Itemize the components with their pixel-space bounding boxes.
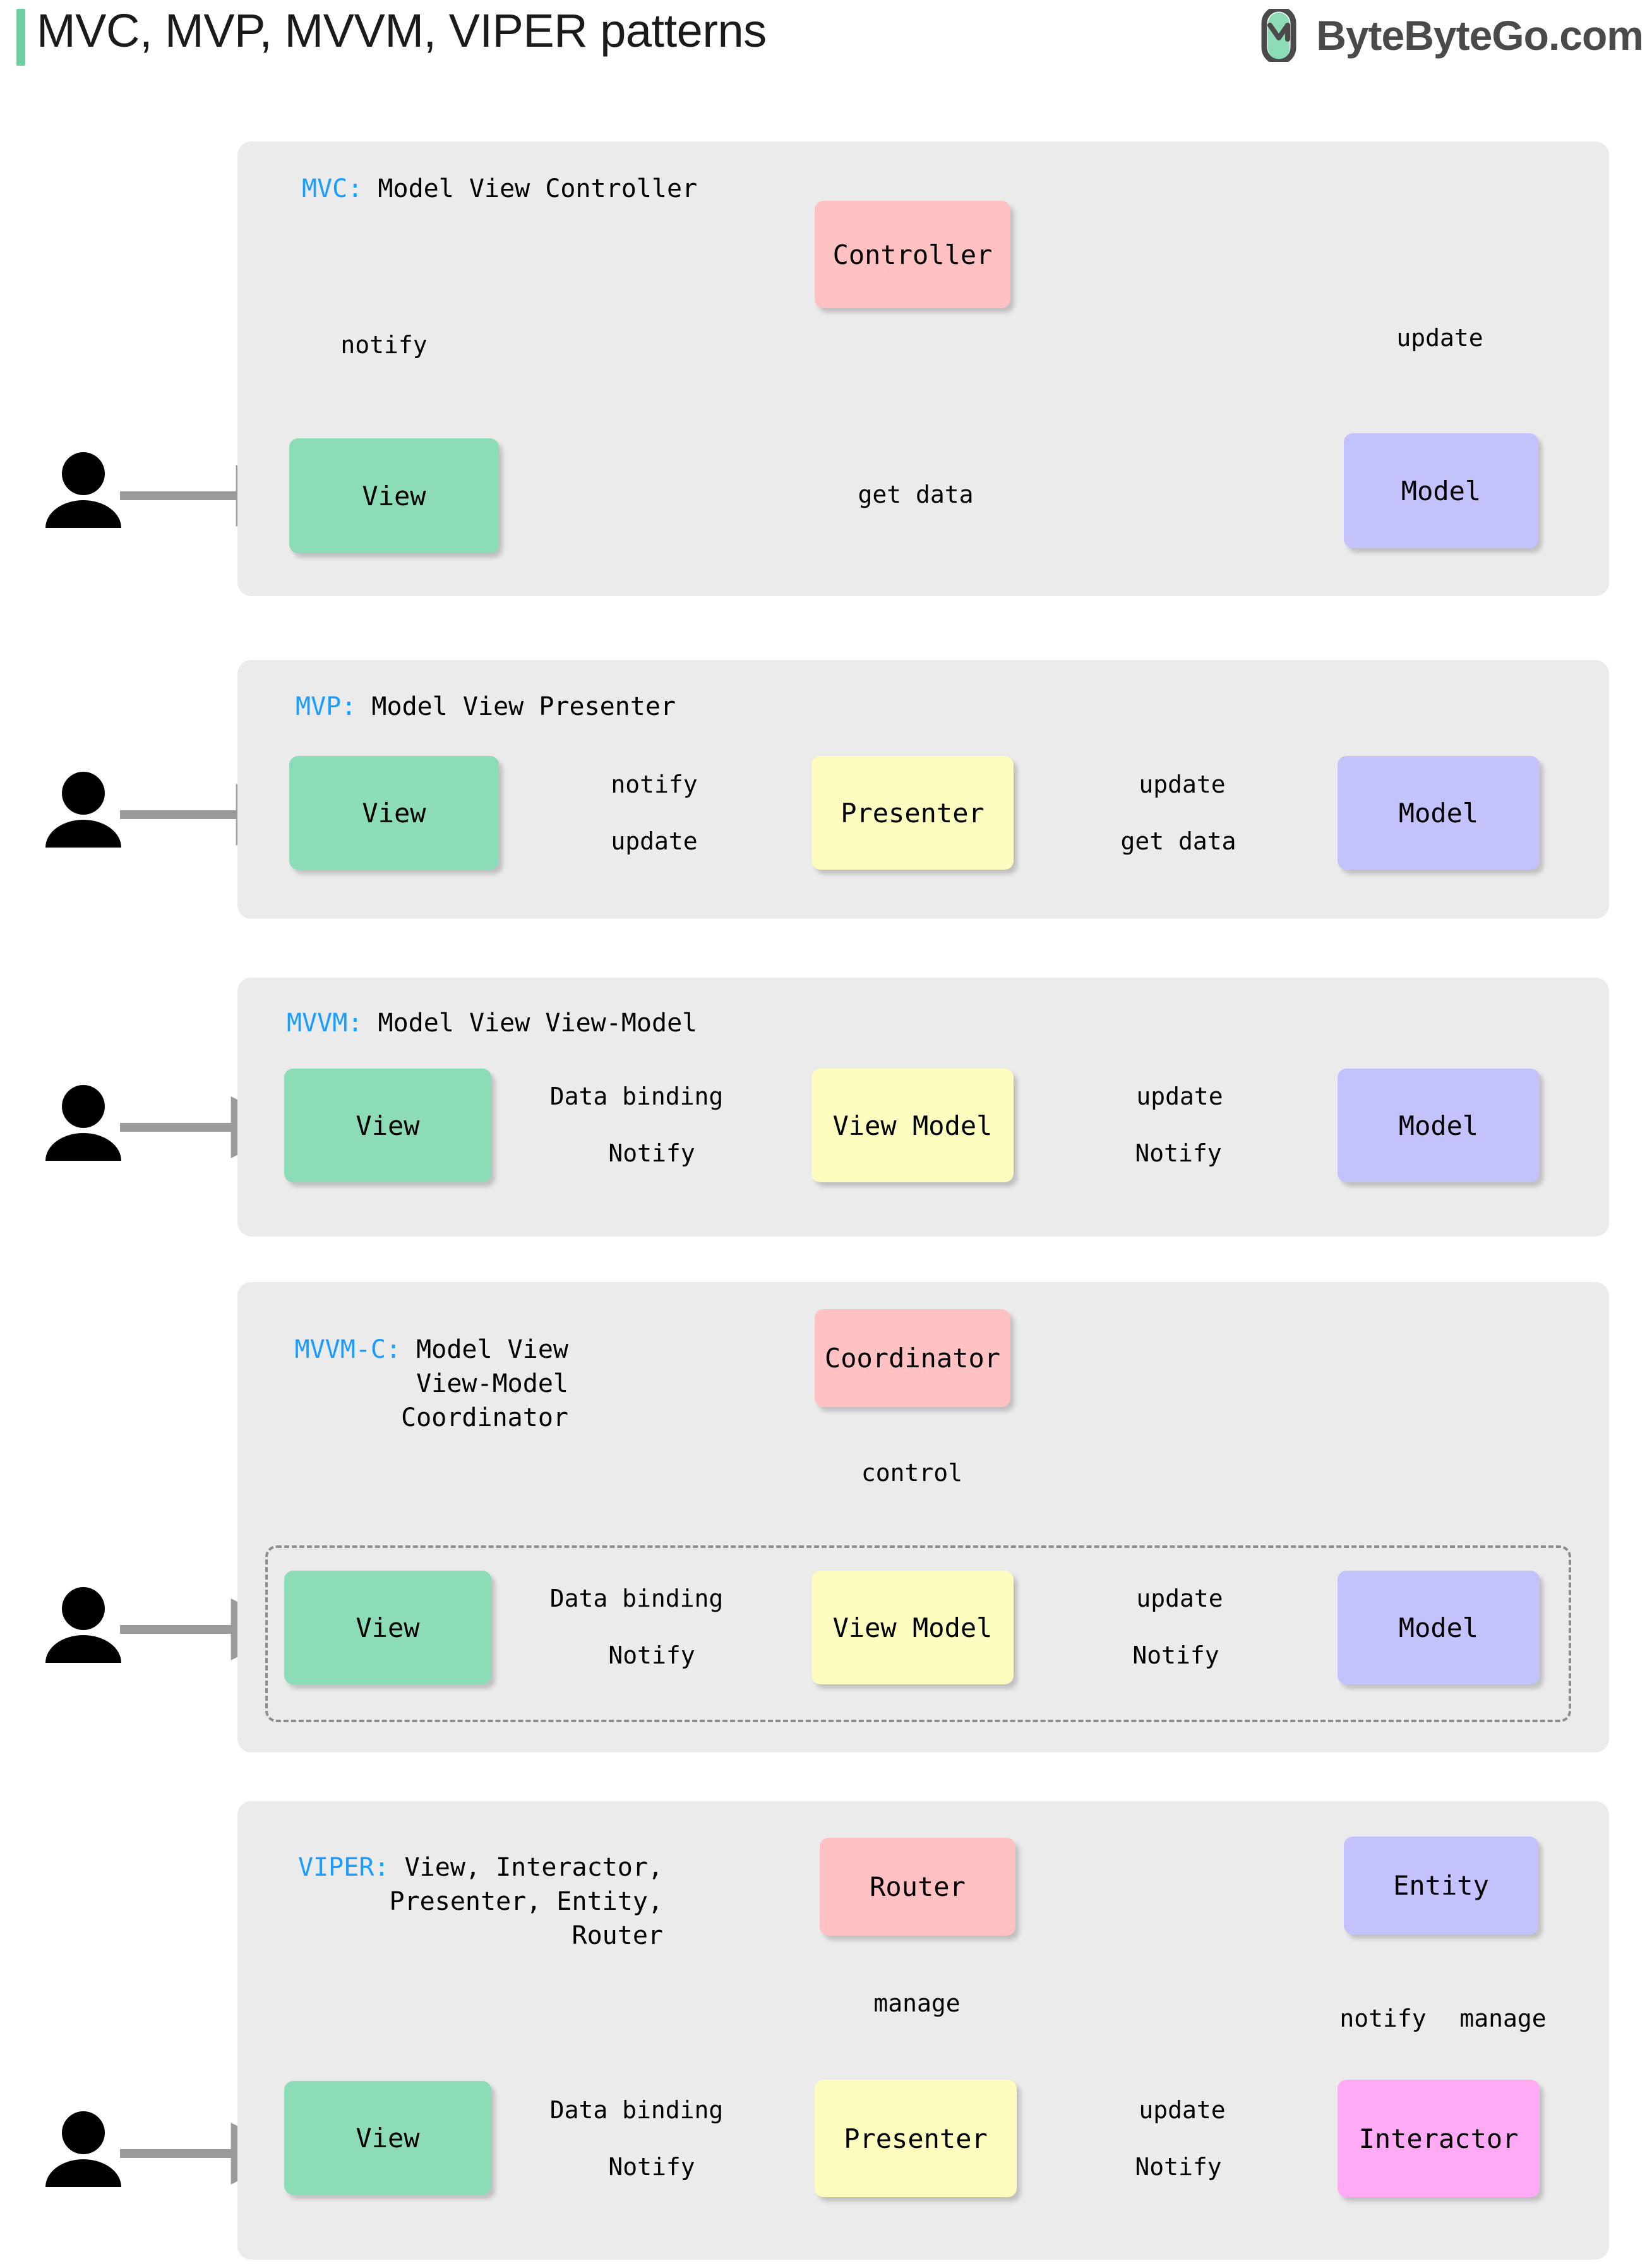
caption-key-mvvmc: MVVM-C:	[294, 1335, 402, 1364]
node-presenter-viper[interactable]: Presenter	[815, 2080, 1017, 2197]
node-presenter-mvp[interactable]: Presenter	[811, 756, 1014, 870]
node-model-mvc[interactable]: Model	[1344, 433, 1538, 548]
caption-key-mvc: MVC:	[302, 174, 363, 203]
node-model-mvvmc[interactable]: Model	[1338, 1571, 1540, 1684]
caption-text-mvvm: Model View View-Model	[378, 1009, 698, 1038]
node-view-mvvmc[interactable]: View	[284, 1571, 491, 1684]
edge-label-mvvmc-databinding: Data binding	[549, 1585, 724, 1612]
node-router-viper[interactable]: Router	[820, 1838, 1015, 1936]
caption-text-mvvmc-l2: View-Model	[416, 1369, 568, 1398]
edge-label-mvvmc-notify-right: Notify	[1132, 1641, 1219, 1669]
edge-label-mvp-getdata: get data	[1120, 827, 1236, 855]
caption-text-viper-l3: Router	[572, 1921, 664, 1950]
edge-label-viper-update: update	[1139, 2096, 1226, 2124]
node-model-mvp[interactable]: Model	[1338, 756, 1540, 870]
mvvm-group-boundary	[265, 1545, 1571, 1722]
caption-mvvm: MVVM: Model View View-Model	[287, 1006, 697, 1040]
caption-key-viper: VIPER:	[298, 1853, 390, 1882]
edge-label-mvvm-notify-right: Notify	[1135, 1139, 1222, 1167]
user-head	[62, 2111, 105, 2154]
edge-label-viper-notify-left: Notify	[608, 2153, 695, 2181]
caption-text-mvp: Model View Presenter	[371, 692, 676, 721]
edge-label-mvvm-update: update	[1136, 1082, 1223, 1110]
user-head	[62, 1085, 105, 1128]
edge-label-mvc-notify: notify	[340, 331, 428, 359]
page-header: MVC, MVP, MVVM, VIPER patterns ByteByteG…	[0, 0, 1652, 95]
user-body	[45, 500, 121, 528]
user-body	[45, 2159, 121, 2187]
edge-label-mvp-update-l: update	[611, 827, 698, 855]
edge-label-viper-entity-manage: manage	[1459, 2005, 1547, 2032]
user-body	[45, 1635, 121, 1663]
bytebytego-logo-icon	[1258, 6, 1305, 65]
edge-label-viper-entity-notify: notify	[1339, 2005, 1427, 2032]
user-icon-viper	[45, 2111, 121, 2187]
user-icon-mvc	[45, 452, 121, 528]
user-head	[62, 452, 105, 495]
edge-label-mvp-notify: notify	[611, 770, 698, 798]
brand: ByteByteGo.com	[1258, 6, 1644, 65]
caption-key-mvvm: MVVM:	[287, 1009, 363, 1038]
caption-text-mvvmc-l3: Coordinator	[401, 1403, 568, 1432]
edge-label-mvvmc-update: update	[1136, 1585, 1223, 1612]
user-body	[45, 820, 121, 848]
node-entity-viper[interactable]: Entity	[1344, 1837, 1538, 1934]
brand-name: ByteByteGo.com	[1316, 12, 1644, 59]
edge-label-mvvmc-notify-left: Notify	[608, 1641, 695, 1669]
caption-mvc: MVC: Model View Controller	[302, 172, 697, 206]
title-accent-bar	[16, 9, 25, 66]
node-view-viper[interactable]: View	[284, 2081, 491, 2195]
caption-key-mvp: MVP:	[296, 692, 357, 721]
edge-label-mvvm-databinding: Data binding	[549, 1082, 724, 1110]
caption-text-mvc: Model View Controller	[378, 174, 698, 203]
user-icon-mvvmc	[45, 1587, 121, 1663]
caption-viper: VIPER: View, Interactor, Presenter, Entit…	[278, 1850, 663, 1953]
edge-label-viper-databinding: Data binding	[549, 2096, 724, 2124]
user-body	[45, 1133, 121, 1161]
user-icon-mvp	[45, 772, 121, 848]
node-view-mvvm[interactable]: View	[284, 1069, 491, 1182]
caption-text-viper-l2: Presenter, Entity,	[389, 1887, 663, 1916]
node-view-mvp[interactable]: View	[289, 756, 499, 870]
user-icon-mvvm	[45, 1085, 121, 1161]
edge-label-mvvm-notify-left: Notify	[608, 1139, 695, 1167]
node-viewmodel-mvvm[interactable]: View Model	[811, 1069, 1014, 1182]
user-head	[62, 1587, 105, 1630]
caption-mvp: MVP: Model View Presenter	[296, 690, 676, 724]
user-head	[62, 772, 105, 815]
edge-label-mvvmc-control: control	[861, 1459, 963, 1487]
node-controller-mvc[interactable]: Controller	[815, 201, 1010, 308]
caption-text-mvvmc-l1: Model View	[416, 1335, 568, 1364]
node-view-mvc[interactable]: View	[289, 438, 499, 553]
node-model-mvvm[interactable]: Model	[1338, 1069, 1540, 1182]
edge-label-mvp-update-r: update	[1139, 770, 1226, 798]
caption-text-viper-l1: View, Interactor,	[404, 1853, 663, 1882]
edge-label-mvc-update: update	[1396, 324, 1483, 352]
node-viewmodel-mvvmc[interactable]: View Model	[811, 1571, 1014, 1684]
page-title: MVC, MVP, MVVM, VIPER patterns	[37, 4, 767, 57]
node-interactor-viper[interactable]: Interactor	[1338, 2080, 1540, 2197]
edge-label-viper-notify-right: Notify	[1135, 2153, 1222, 2181]
node-coordinator-mvvmc[interactable]: Coordinator	[815, 1309, 1010, 1407]
edge-label-viper-manage-router: manage	[873, 1989, 961, 2017]
edge-label-mvc-getdata: get data	[858, 481, 974, 508]
